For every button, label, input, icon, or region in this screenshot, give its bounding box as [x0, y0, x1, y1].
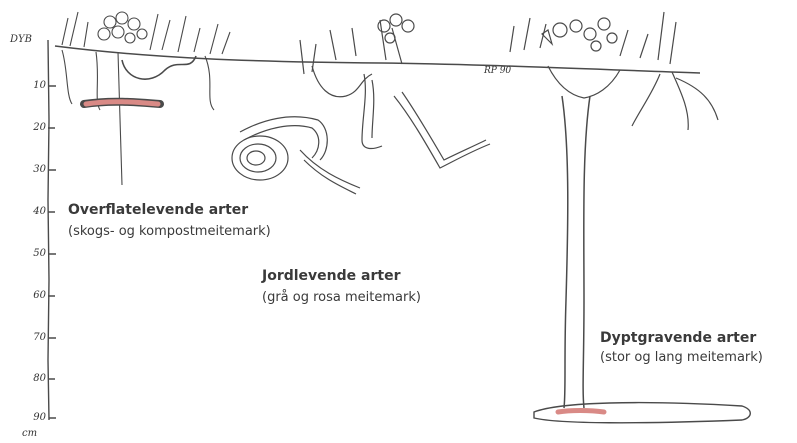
- depth-tick-90: 90: [18, 412, 46, 423]
- soil-burrows-middle: [232, 14, 490, 194]
- depth-tick-50: 50: [18, 248, 46, 259]
- depth-tick-70: 70: [18, 332, 46, 343]
- group-title-deep: Dyptgravende arter: [600, 330, 756, 346]
- depth-axis-line: [48, 40, 56, 420]
- group-subtitle-surface: (skogs- og kompostmeitemark): [68, 224, 271, 239]
- depth-unit-label: cm: [22, 428, 37, 439]
- depth-tick-80: 80: [18, 373, 46, 384]
- group-subtitle-soil: (grå og rosa meitemark): [262, 290, 421, 305]
- group-title-surface: Overflatelevende arter: [68, 202, 248, 218]
- depth-tick-60: 60: [18, 290, 46, 301]
- deep-worm: [558, 411, 604, 413]
- depth-tick-40: 40: [18, 206, 46, 217]
- group-title-soil: Jordlevende arter: [262, 268, 400, 284]
- depth-tick-20: 20: [18, 122, 46, 133]
- surface-note: RP 90: [484, 66, 511, 76]
- depth-tick-30: 30: [18, 164, 46, 175]
- surface-litter-left: [62, 12, 230, 185]
- depth-tick-10: 10: [18, 80, 46, 91]
- ground-surface-line: [55, 46, 700, 73]
- depth-axis-top-label: DYB: [10, 34, 32, 45]
- group-subtitle-deep: (stor og lang meitemark): [600, 350, 763, 365]
